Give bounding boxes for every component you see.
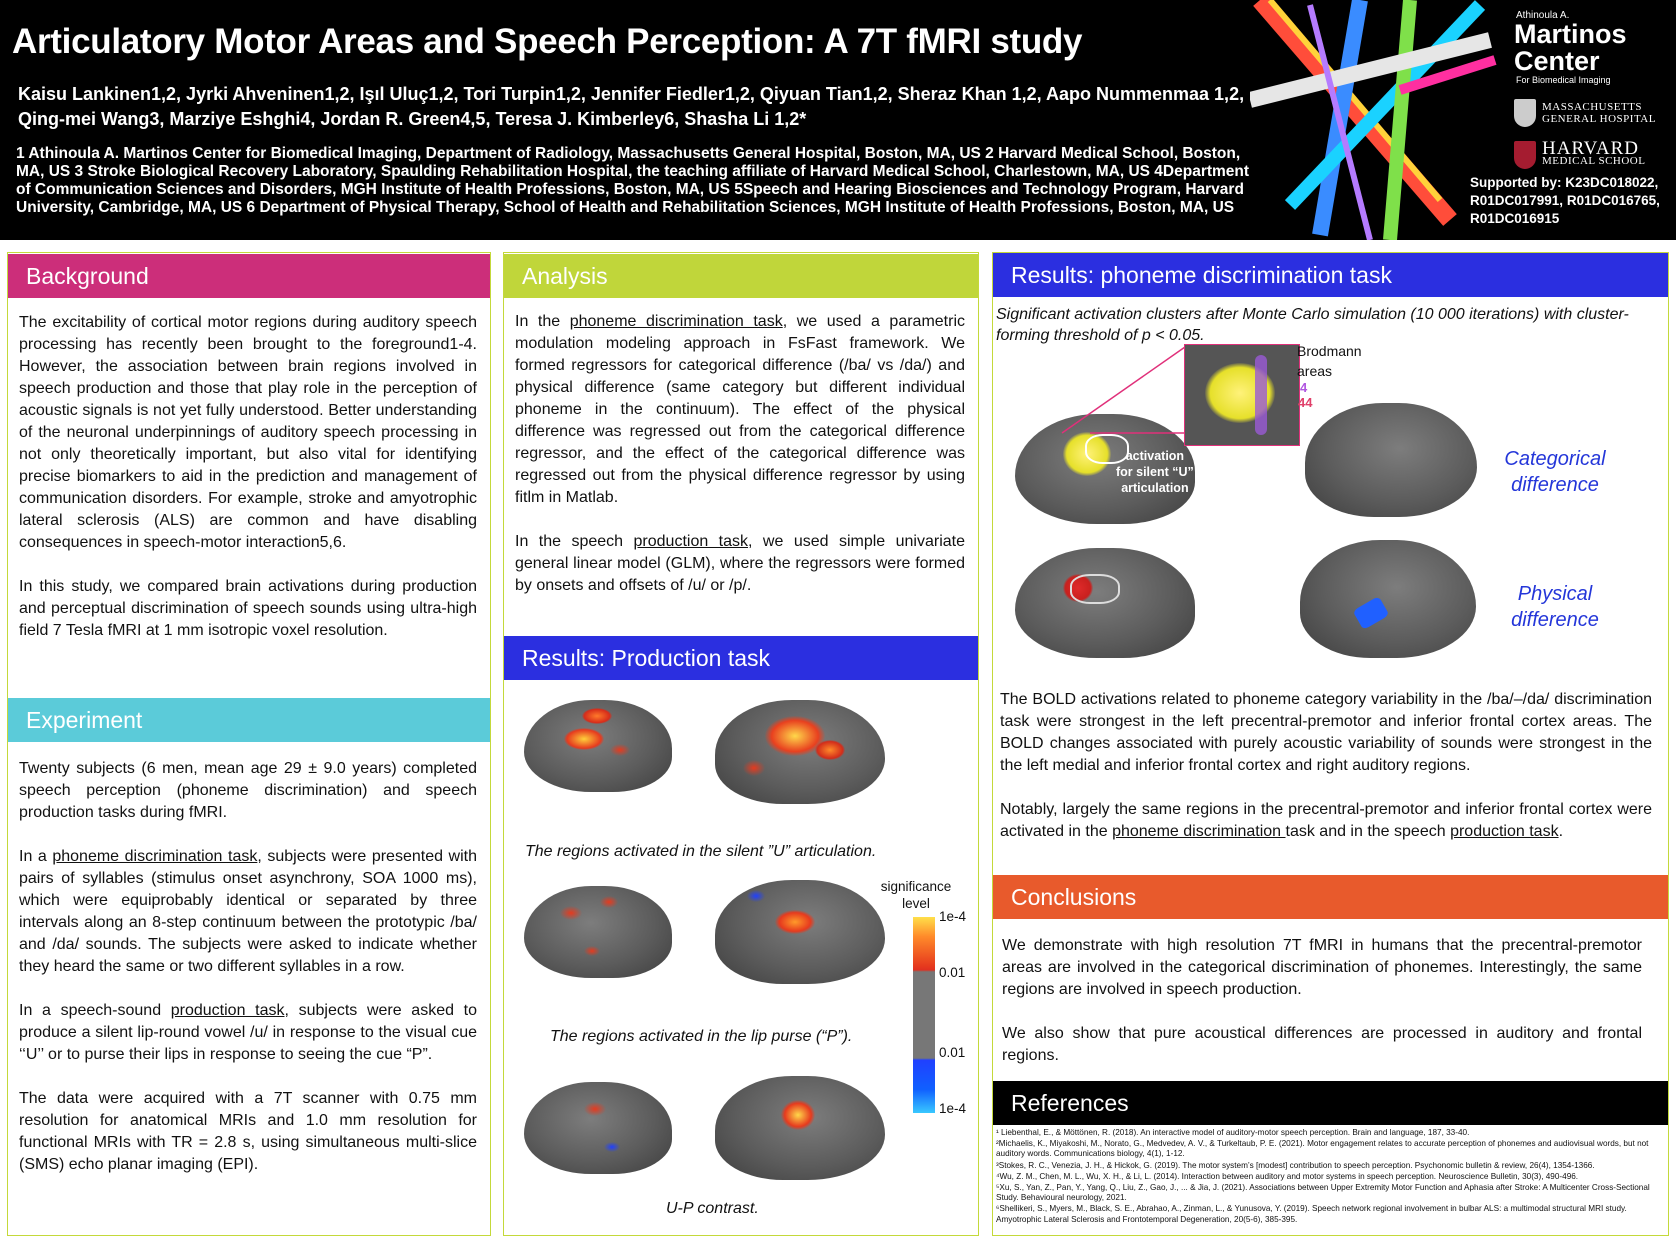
conclusions-paragraph-2: We also show that pure acoustical differ…: [1002, 1025, 1642, 1064]
production-caption-up: U-P contrast.: [666, 1200, 759, 1217]
references-heading: References: [993, 1081, 1668, 1125]
brain-u-right-lateral: [715, 700, 885, 804]
brain-fiber-art: [1250, 0, 1497, 240]
physical-difference-label: Physical difference: [1511, 583, 1599, 631]
experiment-paragraph-3: In a speech-sound production task, subje…: [19, 1002, 477, 1063]
phoneme-task-underline: phoneme discrimination task: [52, 848, 258, 865]
significance-colorbar: [913, 917, 935, 1113]
conclusions-paragraph-1: We demonstrate with high resolution 7T f…: [1002, 937, 1642, 998]
left-column-panel: [7, 252, 491, 1236]
poster-header: Articulatory Motor Areas and Speech Perc…: [0, 0, 1676, 240]
scale-label-upper-mid: 0.01: [939, 965, 966, 980]
phoneme-results-text: The BOLD activations related to phoneme …: [1000, 689, 1652, 865]
analysis-heading: Analysis: [504, 254, 978, 298]
production-caption-p: The regions activated in the lip purse (…: [550, 1028, 853, 1045]
phoneme-paragraph-1: The BOLD activations related to phoneme …: [1000, 691, 1652, 774]
conclusions-text: We demonstrate with high resolution 7T f…: [1002, 935, 1642, 1089]
harvard-logo: HARVARD MEDICAL SCHOOL: [1510, 139, 1670, 169]
brain-physical-right: [1300, 540, 1476, 658]
experiment-paragraph-2: In a phoneme discrimination task, subjec…: [19, 848, 477, 975]
affiliations: 1 Athinoula A. Martinos Center for Biome…: [16, 145, 1250, 216]
brain-physical-left: [1015, 548, 1195, 658]
phoneme-intro: Significant activation clusters after Mo…: [996, 306, 1629, 344]
mgh-logo: MASSACHUSETTS GENERAL HOSPITAL: [1510, 99, 1670, 127]
author-list: Kaisu Lankinen1,2, Jyrki Ahveninen1,2, I…: [18, 84, 1245, 129]
analysis-paragraph-2: In the speech production task, we used s…: [515, 533, 966, 594]
reference-item: ⁴Wu, Z. M., Chen, M. L., Wu, X. H., & Li…: [996, 1171, 1579, 1181]
production-heading: Results: Production task: [504, 636, 978, 680]
reference-item: ¹ Liebenthal, E., & Möttönen, R. (2018).…: [996, 1128, 1470, 1137]
reference-item: ²Michaelis, K., Miyakoshi, M., Norato, G…: [996, 1139, 1649, 1159]
zoom-connector-lines: [1061, 346, 1186, 434]
scale-label-top: 1e-4: [939, 909, 967, 924]
brain-up-left-lateral: [524, 1082, 672, 1174]
brain-p-left-lateral: [524, 886, 672, 978]
activation-annotation: activation for silent “U” articulation: [1116, 449, 1194, 495]
area-4-label: 4: [1300, 380, 1308, 395]
brain-p-right-lateral: [715, 880, 885, 984]
area-44-label: 44: [1298, 395, 1313, 410]
mgh-shield-icon: [1514, 99, 1536, 127]
experiment-paragraph-4: The data were acquired with a 7T scanner…: [19, 1090, 477, 1173]
analysis-text: In the phoneme discrimination task, we u…: [515, 311, 965, 619]
conclusions-heading: Conclusions: [993, 875, 1668, 919]
phoneme-paragraph-2: Notably, largely the same regions in the…: [1000, 801, 1652, 840]
harvard-shield-icon: [1514, 141, 1536, 169]
brodmann-legend: Brodmann areas: [1297, 343, 1362, 379]
background-heading: Background: [8, 254, 490, 298]
reference-item: ³Stokes, R. C., Venezia, J. H., & Hickok…: [996, 1160, 1595, 1170]
scale-label-bottom: 1e-4: [939, 1101, 967, 1116]
poster-title: Articulatory Motor Areas and Speech Perc…: [12, 22, 1083, 61]
production-task-underline: production task: [170, 1002, 285, 1019]
phoneme-results-heading: Results: phoneme discrimination task: [993, 253, 1668, 297]
production-caption-u: The regions activated in the silent ”U” …: [525, 843, 877, 860]
martinos-logo: Athinoula A. Martinos Center For Biomedi…: [1510, 10, 1670, 169]
experiment-paragraph-1: Twenty subjects (6 men, mean age 29 ± 9.…: [19, 760, 477, 821]
categorical-difference-label: Categorical difference: [1504, 448, 1606, 496]
analysis-paragraph-1: In the phoneme discrimination task, we u…: [515, 313, 965, 506]
background-paragraph-2: In this study, we compared brain activat…: [19, 578, 477, 639]
background-text: The excitability of cortical motor regio…: [19, 312, 477, 664]
experiment-heading: Experiment: [8, 698, 490, 742]
background-paragraph-1: The excitability of cortical motor regio…: [19, 314, 477, 551]
reference-item: ⁵Xu, S., Yan, Z., Pan, Y., Yang, Q., Liu…: [996, 1183, 1650, 1203]
funding-note: Supported by: K23DC018022, R01DC017991, …: [1470, 175, 1660, 226]
experiment-text: Twenty subjects (6 men, mean age 29 ± 9.…: [19, 758, 477, 1198]
brain-u-left-lateral: [524, 700, 672, 792]
reference-list: ¹ Liebenthal, E., & Möttönen, R. (2018).…: [996, 1128, 1656, 1226]
brain-categorical-right: [1305, 403, 1477, 517]
brain-up-right-lateral: [715, 1076, 885, 1180]
reference-item: ⁶Shellikeri, S., Myers, M., Black, S. E.…: [996, 1204, 1627, 1224]
scale-label-lower-mid: 0.01: [939, 1045, 966, 1060]
zoom-inset: [1184, 344, 1300, 446]
